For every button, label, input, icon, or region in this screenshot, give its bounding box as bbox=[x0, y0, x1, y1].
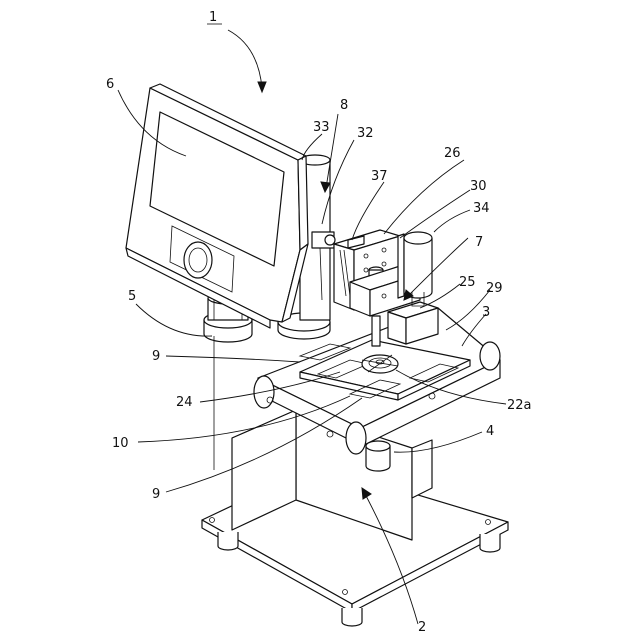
label-25: 25 bbox=[459, 275, 476, 290]
label-2: 2 bbox=[418, 620, 426, 635]
label-10: 10 bbox=[112, 436, 129, 451]
label-29: 29 bbox=[486, 281, 503, 296]
label-3: 3 bbox=[482, 305, 490, 320]
bracket bbox=[366, 441, 390, 471]
label-30: 30 bbox=[470, 179, 487, 194]
label-32: 32 bbox=[357, 126, 374, 141]
label-37: 37 bbox=[371, 169, 388, 184]
monitor bbox=[126, 84, 308, 328]
label-33: 33 bbox=[313, 120, 330, 135]
rotary-holder bbox=[362, 355, 398, 373]
label-7: 7 bbox=[475, 235, 483, 250]
label-8: 8 bbox=[340, 98, 348, 113]
label-1: 1 bbox=[209, 10, 217, 25]
label-26: 26 bbox=[444, 146, 461, 161]
label-24: 24 bbox=[176, 395, 193, 410]
label-5: 5 bbox=[128, 289, 136, 304]
label-34: 34 bbox=[473, 201, 490, 216]
label-4: 4 bbox=[486, 424, 494, 439]
label-6: 6 bbox=[106, 77, 114, 92]
label-9-lower: 9 bbox=[152, 487, 160, 502]
label-22a: 22a bbox=[507, 398, 532, 413]
label-9-upper: 9 bbox=[152, 349, 160, 364]
